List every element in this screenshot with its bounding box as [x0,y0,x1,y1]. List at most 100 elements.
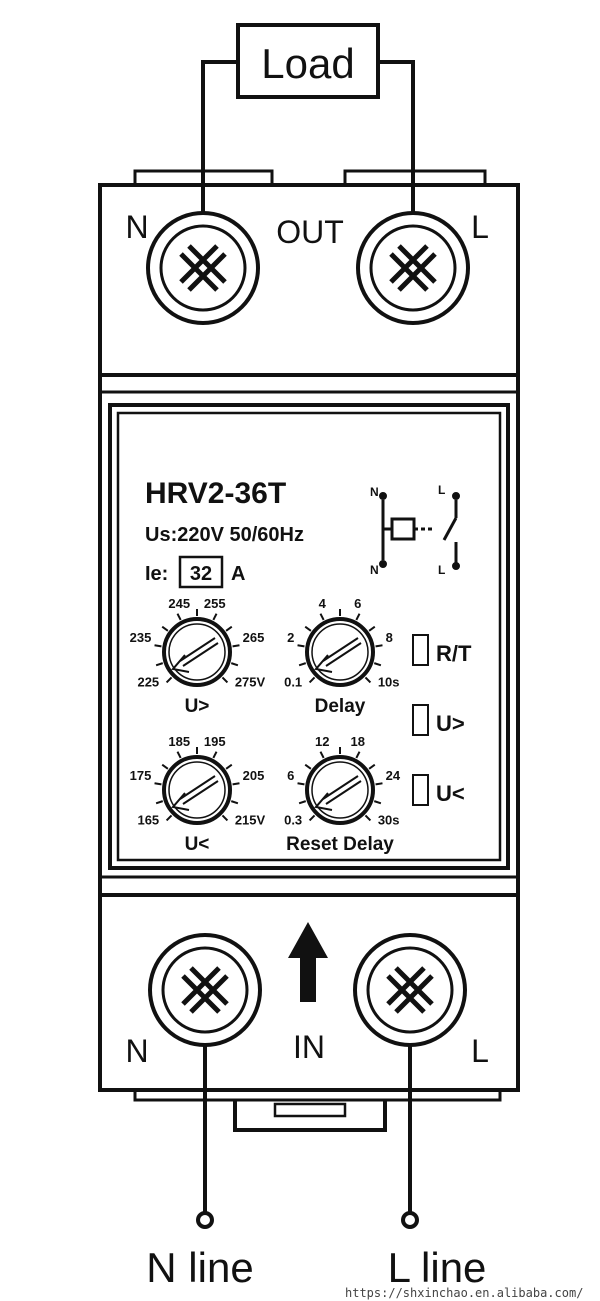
dial-knob[interactable] [305,755,375,825]
wire-out-l [378,60,415,268]
dial-tick-label: 12 [315,734,329,749]
schematic-l-bottom: L [438,563,445,577]
dial-tick-label: 235 [130,630,152,645]
dial-tick [364,676,372,684]
dial-tick [375,782,383,786]
current-box [178,555,224,589]
dial-tick-label: 6 [354,596,361,611]
relay-schematic-icon [379,492,460,570]
dial-tick [232,644,240,648]
dial-tick [212,751,218,759]
watermark: https://shxinchao.en.alibaba.com/ [345,1286,583,1300]
dial-tick [176,613,182,621]
dial-tick [165,676,173,684]
dial-pointer-arrow-icon [171,637,219,673]
dial-tick [161,763,169,770]
front-panel-outer [108,403,510,870]
screw-bottom-n-icon [148,933,262,1047]
l-line-terminal [401,1211,419,1229]
dial-tick-label: 4 [319,596,327,611]
dial-name: Reset Delay [286,834,394,855]
dial-tick [155,800,164,805]
dial-tick-label: 175 [130,768,152,783]
dial-knob[interactable] [162,755,232,825]
dial-tick-label: 24 [386,768,401,783]
dial-tick [225,763,233,770]
bottom-rail [133,1088,502,1102]
dial-tick [373,662,382,667]
dial-tick-label: 8 [386,630,393,645]
dial-tick [232,782,240,786]
dial-tick [319,751,325,759]
indicator-rt-label: R/T [436,641,472,666]
dial-tick [368,763,376,770]
schematic-l-top: L [438,483,445,497]
dial-tick [298,800,307,805]
dial-pointer-arrow-icon [314,775,362,811]
dial-tick [297,644,305,648]
dial-knob[interactable] [305,617,375,687]
dial-tick [161,625,169,632]
front-panel [116,411,502,862]
supply-label: Us:220V 50/60Hz [145,524,304,546]
current-value: 32 [190,563,212,585]
dial-tick [155,662,164,667]
dial-tick [221,814,229,822]
load-label: Load [261,40,354,87]
dial-tick-label: 195 [204,734,226,749]
dial-name: U< [185,834,210,855]
dial-tick [304,625,312,632]
model-label: HRV2-36T [145,477,286,510]
dial-tick [154,644,162,648]
indicator-rt-led [412,634,429,666]
dial-pointer-arrow-icon [171,775,219,811]
dial-pointer-arrow-icon [314,637,362,673]
indicator-over-label: U> [436,711,465,736]
dial-tick-label: 215V [235,813,266,828]
dial-tick [368,625,376,632]
dial-tick [308,676,316,684]
bottom-l-label: L [471,1033,489,1069]
dial-tick [364,814,372,822]
dial-tick-label: 265 [243,630,265,645]
l-line-label: L line [388,1244,487,1291]
indicator-under-label: U< [436,781,465,806]
dial-tick-label: 10s [378,675,400,690]
schematic-n-top: N [370,485,379,499]
dial-tick-label: 30s [378,813,400,828]
dial-tick [230,662,239,667]
indicator-under-led [412,774,429,806]
in-label: IN [293,1029,325,1065]
dial-tick-label: 6 [287,768,294,783]
dial-tick [375,644,383,648]
dial-tick [319,613,325,621]
n-line-label: N line [146,1244,253,1291]
up-arrow-icon [288,922,328,1002]
dial-tick [176,751,182,759]
screw-top-n-icon [146,211,260,325]
out-label: OUT [276,214,344,250]
dial-name: U> [185,696,210,717]
din-clip [233,1100,387,1132]
dial-tick [154,782,162,786]
dial-tick [304,763,312,770]
dial-knob[interactable] [162,617,232,687]
wire-out-n [201,60,238,268]
dial-tick [212,613,218,621]
dial-tick-label: 245 [168,596,190,611]
dial-name: Delay [315,696,366,717]
dial-tick [355,751,361,759]
dial-tick-label: 185 [168,734,190,749]
dial-tick-label: 205 [243,768,265,783]
dial-tick-label: 225 [137,675,159,690]
n-line-terminal [196,1211,214,1229]
dial-tick-label: 255 [204,596,226,611]
top-l-label: L [471,209,489,245]
dial-tick-label: 18 [351,734,365,749]
